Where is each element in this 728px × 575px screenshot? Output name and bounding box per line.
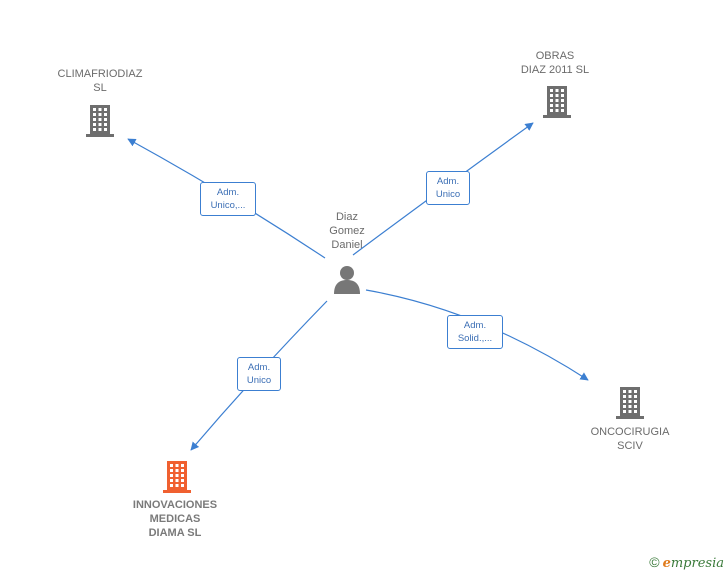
relation-label-oncocirugia[interactable]: Adm. Solid.,...	[447, 315, 503, 349]
building-icon[interactable]	[161, 459, 193, 493]
brand-name: mpresia	[670, 556, 724, 571]
building-icon[interactable]	[541, 84, 573, 118]
relation-label-innovaciones[interactable]: Adm. Unico	[237, 357, 281, 391]
company-name-obras[interactable]: OBRAS DIAZ 2011 SL	[520, 50, 590, 76]
empresia-logo: ©empresia	[649, 554, 724, 571]
relation-label-obras[interactable]: Adm. Unico	[426, 171, 470, 205]
copyright-symbol: ©	[649, 554, 660, 570]
building-icon[interactable]	[614, 385, 646, 419]
company-name-oncocirugia[interactable]: ONCOCIRUGIA SCIV	[590, 426, 670, 452]
person-name[interactable]: Diaz Gomez Daniel	[329, 211, 365, 251]
brand-initial: e	[662, 556, 671, 571]
company-name-climafriodiaz[interactable]: CLIMAFRIODIAZ SL	[57, 68, 143, 94]
person-icon[interactable]	[332, 264, 362, 294]
relation-label-climafriodiaz[interactable]: Adm. Unico,...	[200, 182, 256, 216]
company-name-innovaciones[interactable]: INNOVACIONES MEDICAS DIAMA SL	[132, 499, 218, 539]
building-icon[interactable]	[84, 103, 116, 137]
